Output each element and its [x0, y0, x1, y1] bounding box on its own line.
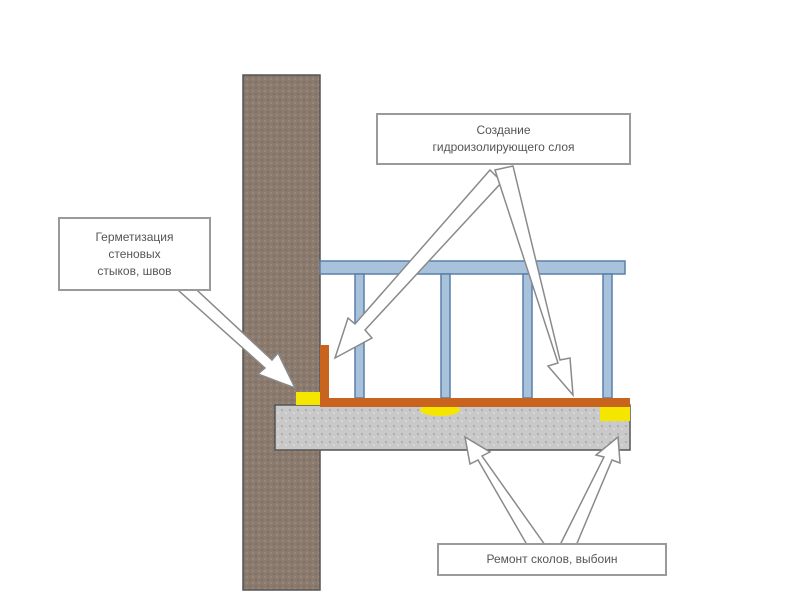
label-sealing-line3: стыков, швов [97, 263, 172, 278]
wall [242, 74, 321, 591]
label-repair-line1: Ремонт сколов, выбоин [486, 552, 618, 566]
label-repair: Ремонт сколов, выбоин [437, 543, 667, 576]
label-waterproofing-line2: гидроизолирующего слоя [432, 140, 575, 154]
label-waterproofing-line1: Создание [476, 123, 531, 137]
label-sealing: Герметизация стеновых стыков, швов [58, 217, 211, 291]
label-sealing-line1: Герметизация [95, 229, 174, 244]
label-sealing-line2: стеновых [108, 246, 161, 261]
waterproofing-layer [320, 345, 630, 407]
label-waterproofing: Создание гидроизолирующего слоя [376, 113, 631, 165]
pointer-arrows [176, 165, 621, 551]
